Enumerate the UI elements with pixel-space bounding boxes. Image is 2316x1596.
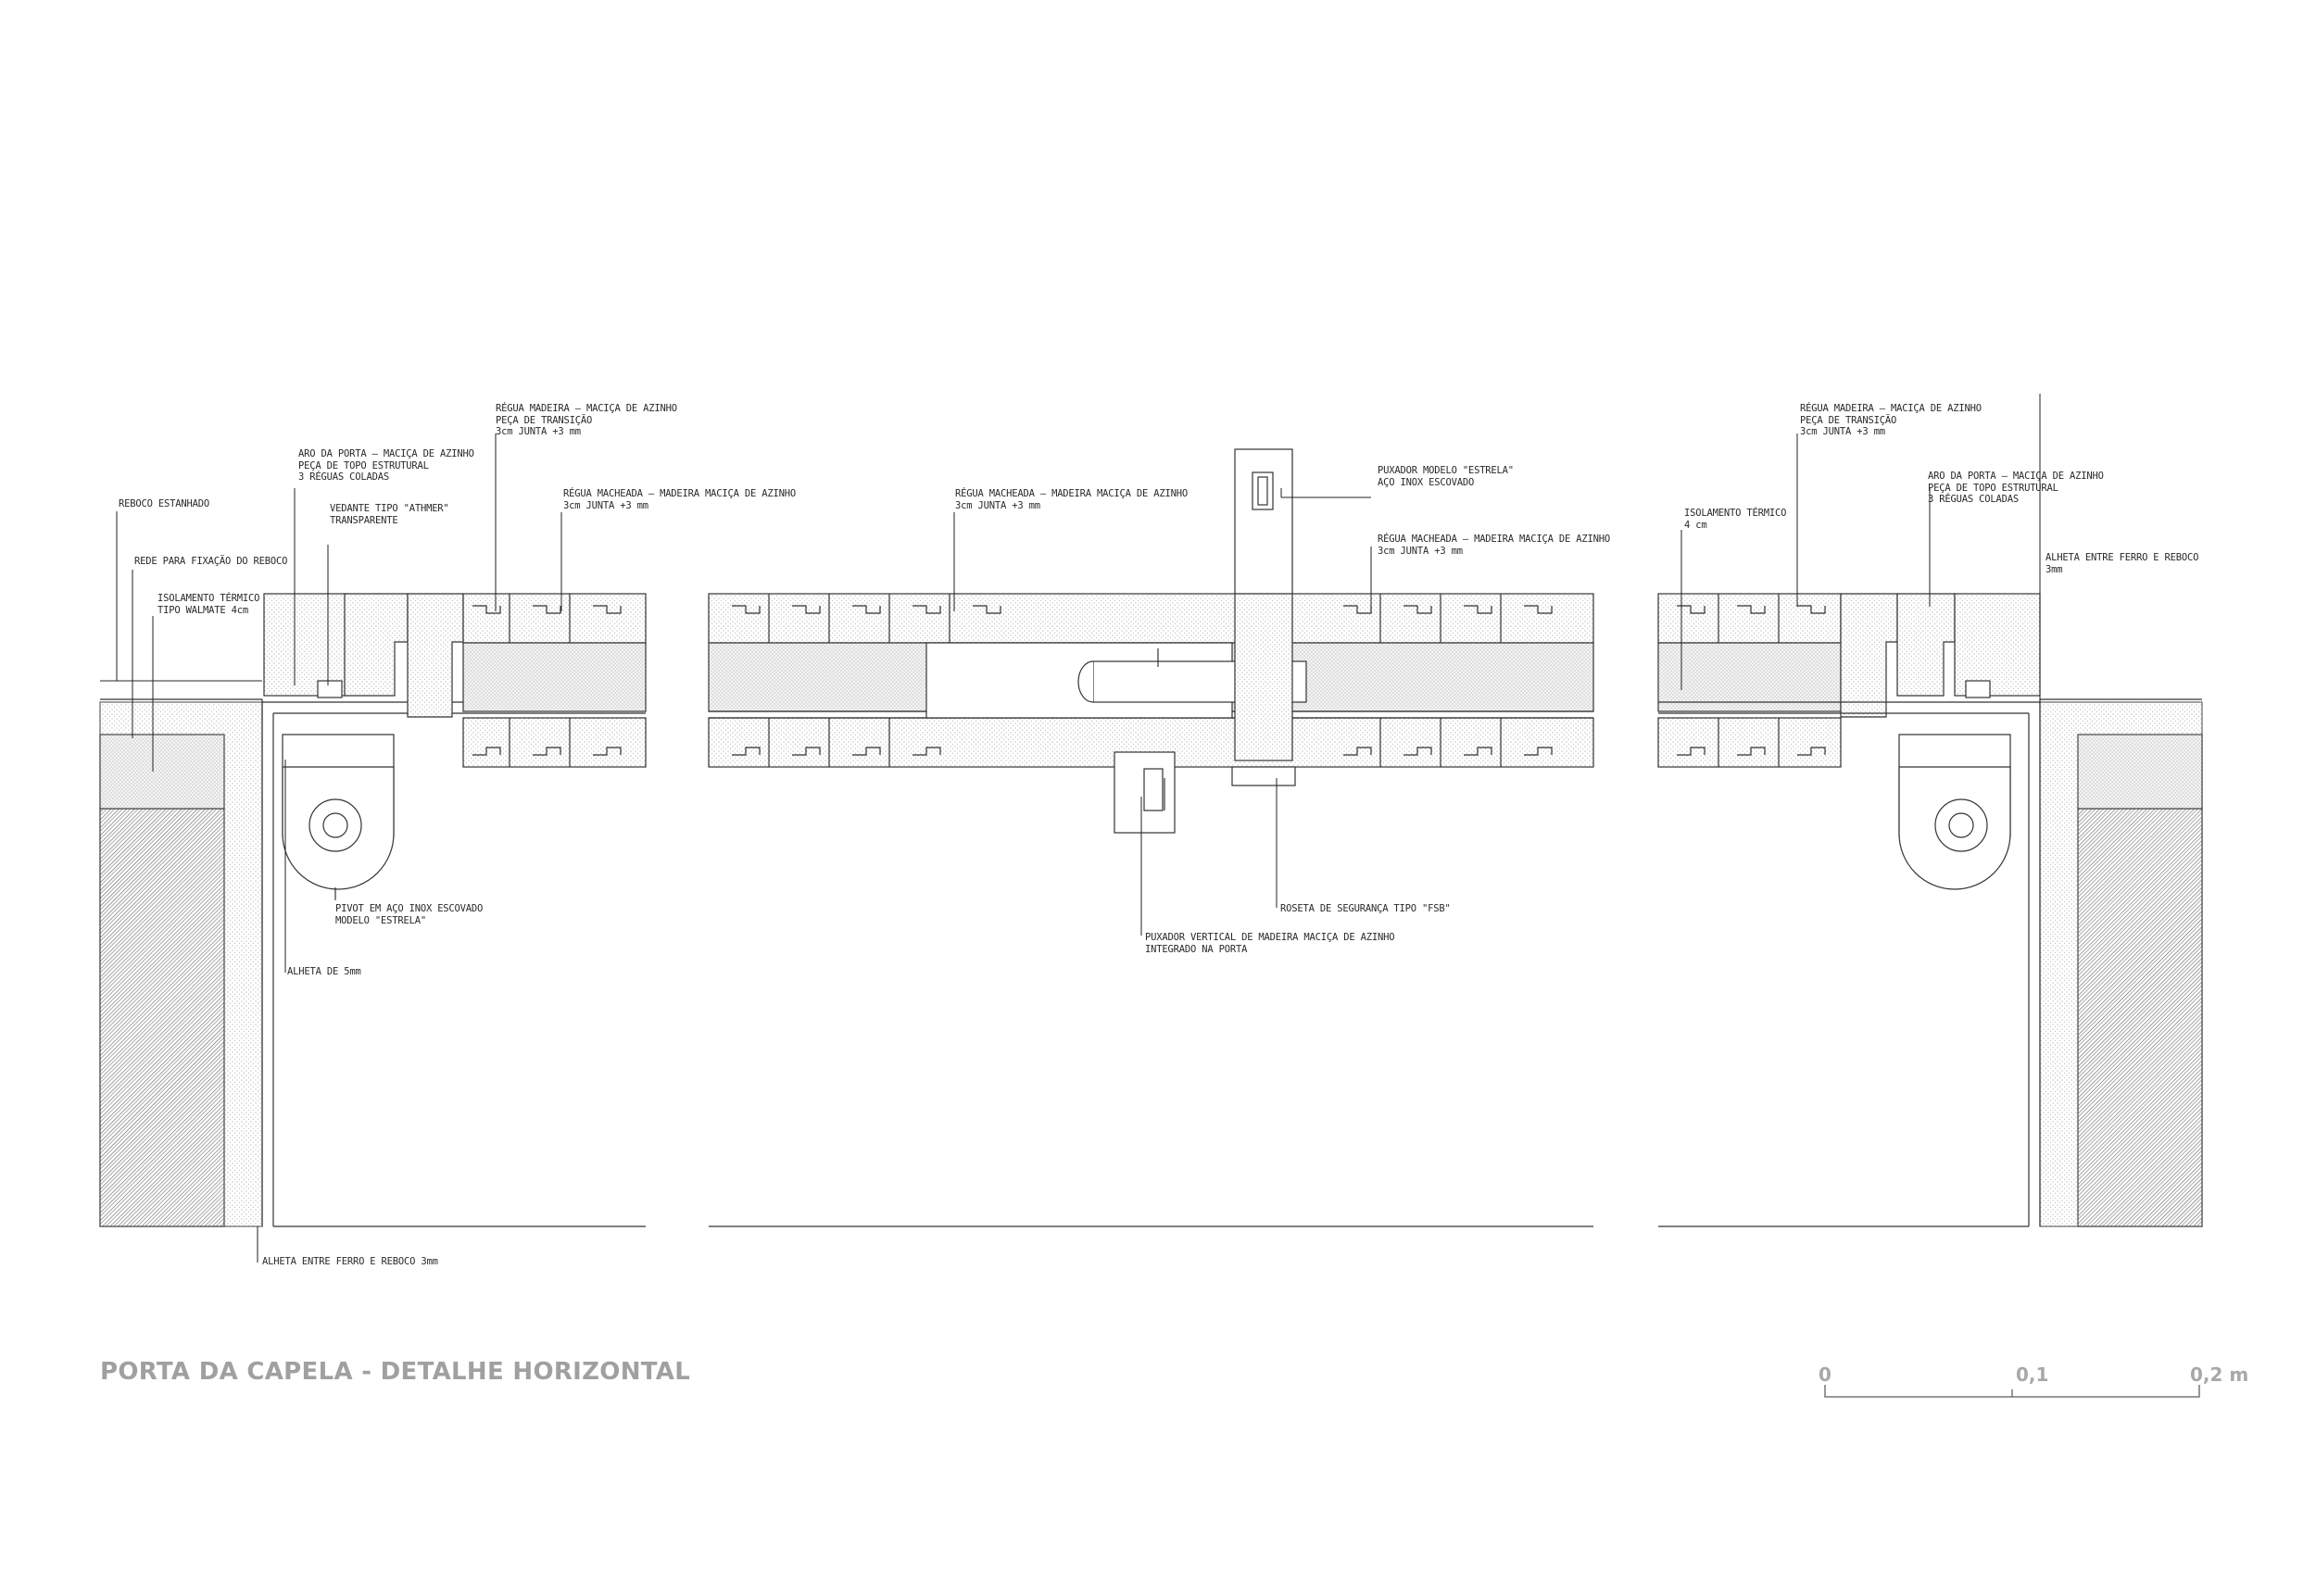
right-door-frame (1840, 593, 1898, 718)
right-wall-masonry (2077, 808, 2203, 1227)
scale-label-02: 0,2 m (2190, 1364, 2249, 1386)
right-wall-insulation (2077, 734, 2203, 810)
leader-lines (116, 394, 2041, 1263)
scale-bar (1824, 1385, 2200, 1398)
drawing-title: PORTA DA CAPELA - DETALHE HORIZONTAL (100, 1358, 691, 1386)
left-door-leaf (462, 593, 647, 768)
note-puxador-vertical: PUXADOR VERTICAL DE MADEIRA MACIÇA DE AZ… (1145, 932, 1395, 955)
note-alheta-5mm: ALHETA DE 5mm (287, 966, 361, 977)
note-puxador: PUXADOR MODELO "ESTRELA"AÇO INOX ESCOVAD… (1378, 465, 1514, 488)
right-door-leaf (1657, 593, 1842, 768)
left-door-frame (263, 593, 348, 697)
security-rosette (1231, 766, 1296, 786)
note-roseta: ROSETA DE SEGURANÇA TIPO "FSB" (1280, 903, 1451, 914)
note-reboco: REBOCO ESTANHADO (119, 498, 209, 509)
scale-label-0: 0 (1819, 1364, 1831, 1386)
note-alheta-left: ALHETA ENTRE FERRO E REBOCO 3mm (262, 1256, 438, 1267)
note-macheada-mid: RÉGUA MACHEADA – MADEIRA MACIÇA DE AZINH… (955, 488, 1188, 511)
note-vedante: VEDANTE TIPO "ATHMER"TRANSPARENTE (330, 503, 449, 526)
handle-estrela (1234, 448, 1293, 595)
left-wall-insulation (99, 734, 225, 810)
left-wall-masonry (99, 808, 225, 1227)
note-macheada-left: RÉGUA MACHEADA – MADEIRA MACIÇA DE AZINH… (563, 488, 796, 511)
scale-label-01: 0,1 (2016, 1364, 2049, 1386)
note-macheada-right: RÉGUA MACHEADA – MADEIRA MACIÇA DE AZINH… (1378, 534, 1610, 557)
note-rede: REDE PARA FIXAÇÃO DO REBOCO (134, 556, 288, 567)
